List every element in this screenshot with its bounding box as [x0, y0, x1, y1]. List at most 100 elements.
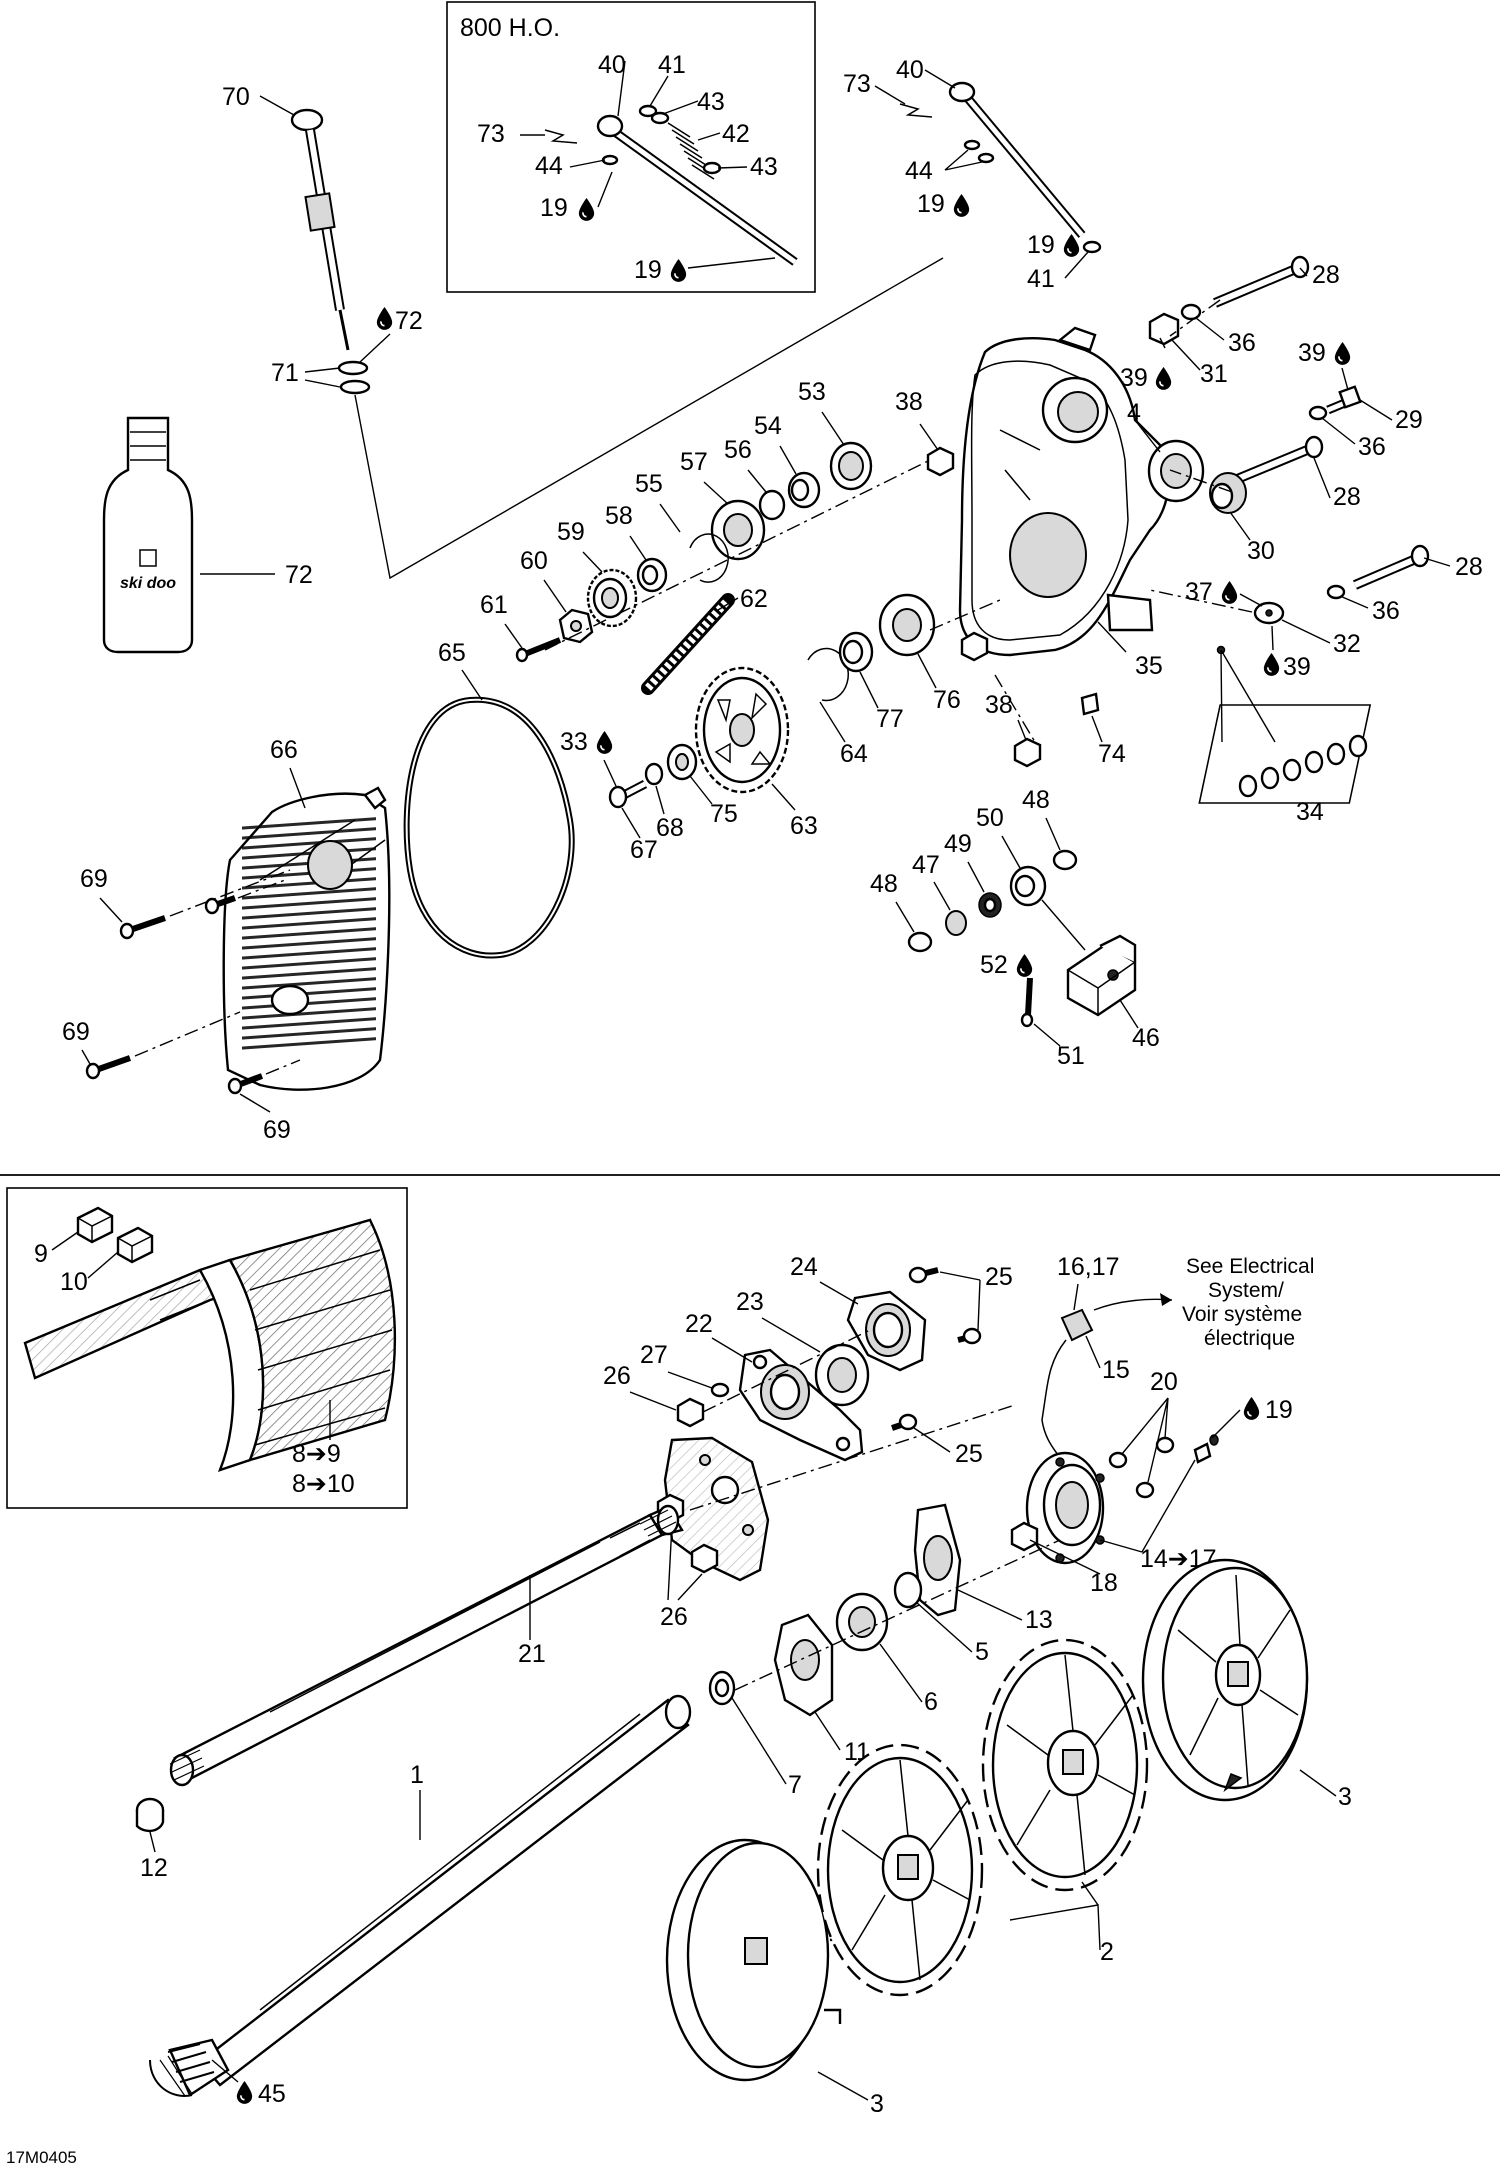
callout-40: 40 [598, 51, 626, 79]
callout-68: 68 [656, 814, 684, 842]
part-25-bolt-a [908, 1266, 939, 1284]
part-57-bearing [710, 499, 766, 561]
callout-52: 52 [980, 951, 1008, 979]
part-29-bolt [1326, 385, 1362, 415]
callout-34: 34 [1296, 798, 1324, 826]
callout-41: 41 [658, 51, 686, 79]
part-73-clip [544, 129, 578, 144]
callout-36: 36 [1372, 597, 1400, 625]
callout-23: 23 [736, 1288, 764, 1316]
callout-16-17: 16,17 [1057, 1253, 1120, 1281]
callout-19: 19 [540, 194, 568, 222]
callout-66: 66 [270, 736, 298, 764]
electrical-note-line-3: Voir système [1182, 1303, 1302, 1326]
part-5-circlip [893, 1571, 923, 1609]
part-53-seal [829, 441, 873, 491]
part-49-roller [978, 892, 1002, 918]
part-18-nut [1010, 1521, 1039, 1552]
callout-19: 19 [1027, 231, 1055, 259]
callout-44: 44 [905, 157, 933, 185]
part-30-spacer [1209, 472, 1247, 514]
callout-71: 71 [271, 359, 299, 387]
part-14-bearing-housing [1025, 1451, 1105, 1565]
part-73-clip [899, 103, 933, 118]
part-7-seal [708, 1670, 736, 1706]
callout-55: 55 [635, 470, 663, 498]
callout-77: 77 [876, 705, 904, 733]
part-34-shims [1238, 734, 1368, 798]
part-46-tensioner-block [1066, 934, 1137, 1017]
callout-4: 4 [1127, 399, 1141, 427]
callout-53: 53 [798, 378, 826, 406]
callout-32: 32 [1333, 630, 1361, 658]
part-2-sprocket-a [816, 1743, 984, 1997]
part-41-keeper [638, 104, 658, 118]
part-48-washer-right [1052, 849, 1078, 871]
callout-69: 69 [80, 865, 108, 893]
part-26-nut [676, 1397, 705, 1428]
part-28-bolt-low [1353, 544, 1430, 590]
part-62-chain [641, 593, 735, 695]
oil-drop-icon [1263, 652, 1280, 676]
callout-69: 69 [263, 1116, 291, 1144]
part-23-bearing [814, 1343, 870, 1407]
part-28-bolt-top [1213, 255, 1310, 308]
part-6-bearing [835, 1592, 889, 1652]
part-72-oil-bottle: ski doo [102, 416, 194, 654]
callout-18: 18 [1090, 1569, 1118, 1597]
callout-3: 3 [1338, 1783, 1352, 1811]
callout-48: 48 [1022, 786, 1050, 814]
part-76-bearing [878, 593, 936, 657]
part-77-spacer [838, 631, 874, 673]
callout-9: 9 [34, 1240, 48, 1268]
callout-33: 33 [560, 728, 588, 756]
part-60-nut [558, 608, 594, 644]
callout-73: 73 [843, 70, 871, 98]
oil-drop-icon [578, 197, 595, 221]
part-44-seal-pair [963, 139, 995, 164]
callout-19: 19 [1265, 1396, 1293, 1424]
callout-21: 21 [518, 1640, 546, 1668]
callout-35: 35 [1135, 652, 1163, 680]
callout-73: 73 [477, 120, 505, 148]
part-43-washer-bottom [702, 161, 722, 175]
callout-47: 47 [912, 851, 940, 879]
oil-drop-icon [376, 306, 393, 330]
part-35-chaincase-housing [958, 326, 1170, 657]
part-69-screw-d [227, 1073, 264, 1095]
callout-76: 76 [933, 686, 961, 714]
part-43-washer-top [650, 111, 670, 125]
part-25-bolt-c [891, 1413, 918, 1431]
part-48-washer-left [907, 931, 933, 953]
callout-54: 54 [754, 412, 782, 440]
callout-19: 19 [917, 190, 945, 218]
part-36-washer-top [1180, 303, 1202, 321]
callout-39: 39 [1298, 339, 1326, 367]
callout-36: 36 [1228, 329, 1256, 357]
callout-38: 38 [985, 691, 1013, 719]
callout-13: 13 [1025, 1606, 1053, 1634]
callout-72: 72 [395, 307, 423, 335]
callout-45: 45 [258, 2080, 286, 2108]
oil-drop-icon [1155, 366, 1172, 390]
callout-39: 39 [1120, 364, 1148, 392]
part-4-bearing [1147, 439, 1205, 503]
callout-3: 3 [870, 2090, 884, 2118]
part-71-o-rings [337, 360, 371, 395]
part-69-screw-b [204, 895, 236, 915]
callout-75: 75 [710, 800, 738, 828]
part-13-seal-plate [913, 1503, 962, 1617]
part-3-drive-wheel-upper [1141, 1558, 1309, 1802]
part-19-grease-fitting [1193, 1434, 1219, 1464]
part-42-spring [667, 122, 715, 180]
part-50-bushing [1009, 865, 1047, 907]
part-20-nuts [1108, 1436, 1175, 1499]
part-27-washer [710, 1382, 730, 1398]
bottle-brand: ski doo [120, 575, 176, 592]
part-8-track [23, 1218, 397, 1472]
part-75-spacer [666, 743, 698, 781]
part-32-cam [1253, 601, 1285, 625]
callout-37: 37 [1185, 578, 1213, 606]
part-2-sprocket-b [981, 1638, 1149, 1892]
part-9-clip [76, 1206, 114, 1244]
